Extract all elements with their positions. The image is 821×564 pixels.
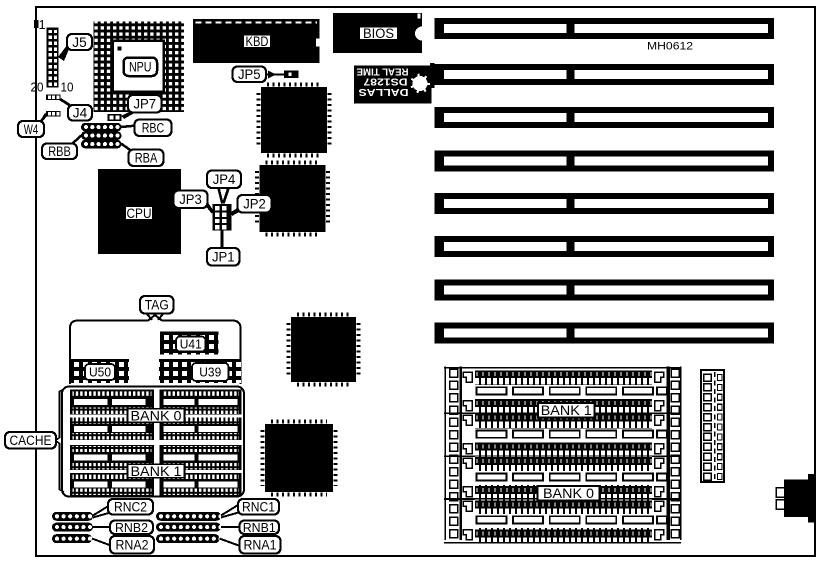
svg-text:10: 10	[61, 80, 74, 95]
svg-text:U50: U50	[89, 366, 111, 380]
svg-text:U39: U39	[199, 366, 221, 380]
svg-text:JP4: JP4	[213, 172, 236, 187]
svg-text:BIOS: BIOS	[363, 26, 394, 41]
svg-text:J4: J4	[73, 106, 88, 121]
svg-text:REAL TIME: REAL TIME	[356, 66, 408, 77]
svg-text:JP7: JP7	[133, 97, 156, 112]
svg-text:RNC2: RNC2	[114, 500, 147, 515]
svg-text:JP5: JP5	[238, 67, 261, 82]
svg-text:RNC1: RNC1	[242, 500, 275, 515]
svg-text:RNA2: RNA2	[116, 538, 149, 553]
svg-text:BANK 1: BANK 1	[131, 464, 182, 479]
svg-text:U41: U41	[180, 338, 202, 352]
svg-text:BANK 0: BANK 0	[131, 409, 182, 424]
svg-text:RNB1: RNB1	[243, 521, 276, 535]
svg-text:KBD: KBD	[246, 34, 269, 49]
svg-text:CPU: CPU	[127, 206, 152, 221]
svg-text:MH0612: MH0612	[647, 41, 693, 53]
svg-text:JP3: JP3	[179, 192, 202, 207]
svg-text:JP1: JP1	[212, 250, 235, 265]
svg-text:W4: W4	[24, 122, 39, 137]
svg-text:20: 20	[31, 80, 44, 95]
svg-text:RBC: RBC	[142, 121, 165, 136]
svg-text:J5: J5	[72, 35, 86, 50]
svg-text:CACHE: CACHE	[10, 433, 52, 448]
svg-text:1: 1	[39, 17, 46, 32]
svg-text:BANK 0: BANK 0	[543, 486, 594, 501]
svg-text:DS1287: DS1287	[363, 76, 408, 87]
svg-text:RBA: RBA	[135, 151, 158, 166]
svg-text:DALLAS: DALLAS	[359, 86, 409, 98]
svg-text:JP2: JP2	[243, 197, 266, 212]
svg-text:RNB2: RNB2	[115, 521, 148, 535]
svg-text:RNA1: RNA1	[244, 538, 277, 553]
svg-text:BANK 1: BANK 1	[541, 403, 592, 418]
svg-text:RBB: RBB	[48, 144, 71, 159]
svg-text:NPU: NPU	[129, 60, 152, 75]
svg-text:TAG: TAG	[145, 298, 169, 313]
